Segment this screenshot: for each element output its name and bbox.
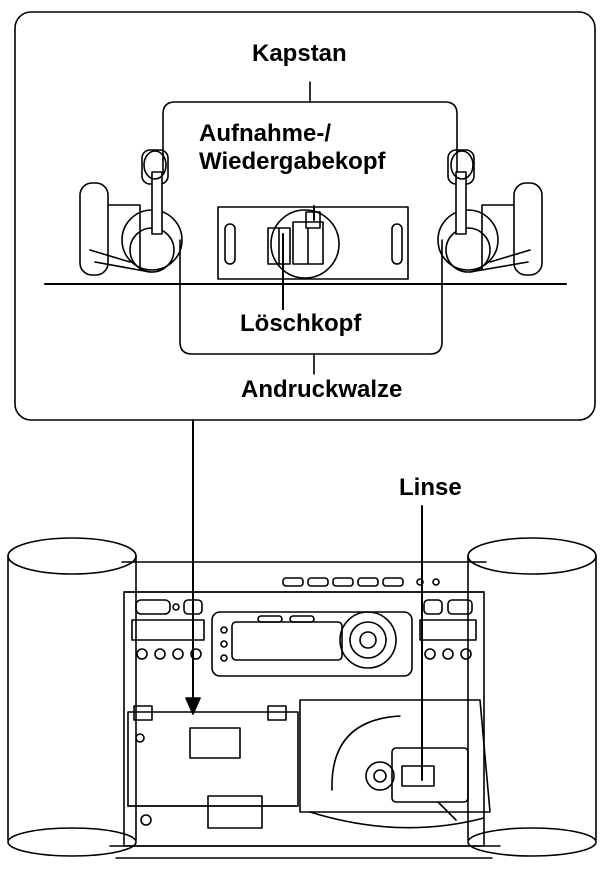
label-lens: Linse	[396, 474, 465, 502]
right-speaker	[467, 537, 597, 857]
main-unit	[109, 561, 501, 859]
label-head-line2: Wiedergabekopf	[199, 148, 386, 175]
detail-arrowhead	[185, 697, 201, 715]
head-plate	[217, 206, 409, 280]
label-capstan: Kapstan	[249, 40, 350, 68]
pinch-roller-bracket	[179, 239, 443, 355]
label-pinch-roller: Andruckwalze	[238, 376, 406, 404]
label-record-playback-head: Aufnahme-/ Wiedergabekopf	[196, 120, 388, 176]
left-capstan-assembly	[79, 149, 183, 276]
label-head-line1: Aufnahme-/	[199, 120, 331, 147]
right-capstan-assembly	[437, 149, 543, 276]
label-erase-head: Löschkopf	[237, 310, 365, 338]
left-speaker	[7, 537, 137, 857]
detail-frame	[14, 11, 596, 421]
